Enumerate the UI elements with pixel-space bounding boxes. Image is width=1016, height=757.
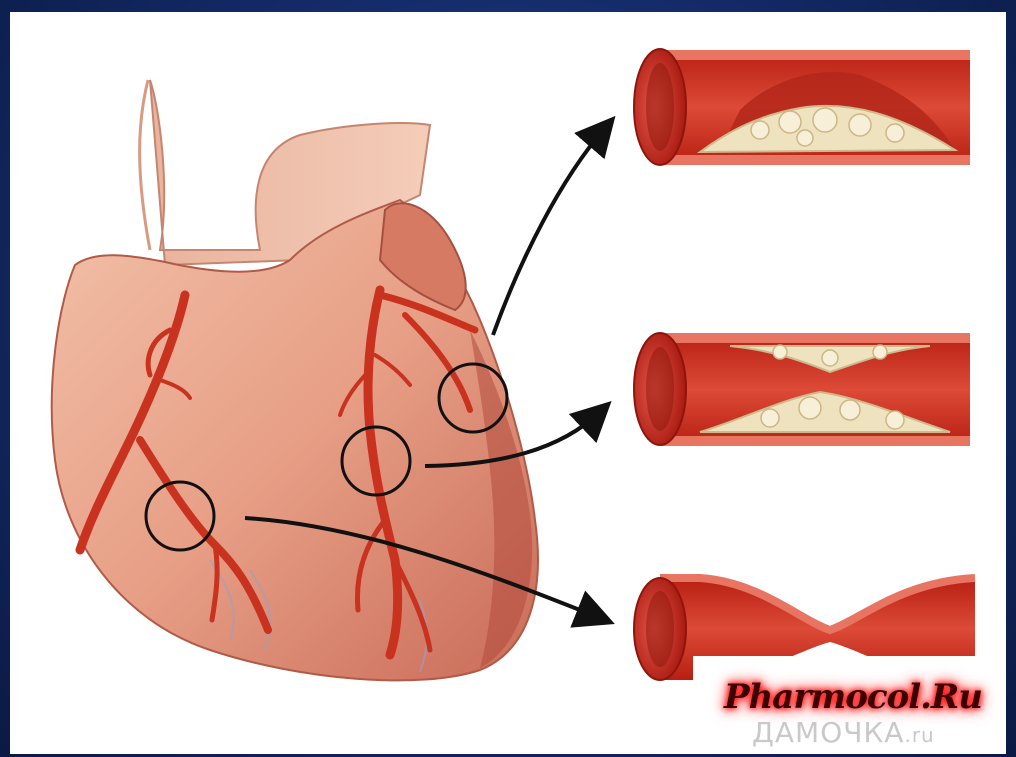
- heart-illustration: [52, 80, 538, 680]
- heart-body: [52, 200, 538, 680]
- vessel-narrowed: [634, 333, 970, 446]
- watermark-suffix: .ru: [904, 723, 934, 747]
- arrow-to-plaque: [493, 128, 605, 335]
- watermark: ДАМОЧКА.ru: [752, 716, 1002, 750]
- vessel-plaque: [634, 49, 970, 165]
- brand-logo: Pharmocol.Ru: [705, 672, 1001, 722]
- watermark-text: ДАМОЧКА: [752, 716, 904, 749]
